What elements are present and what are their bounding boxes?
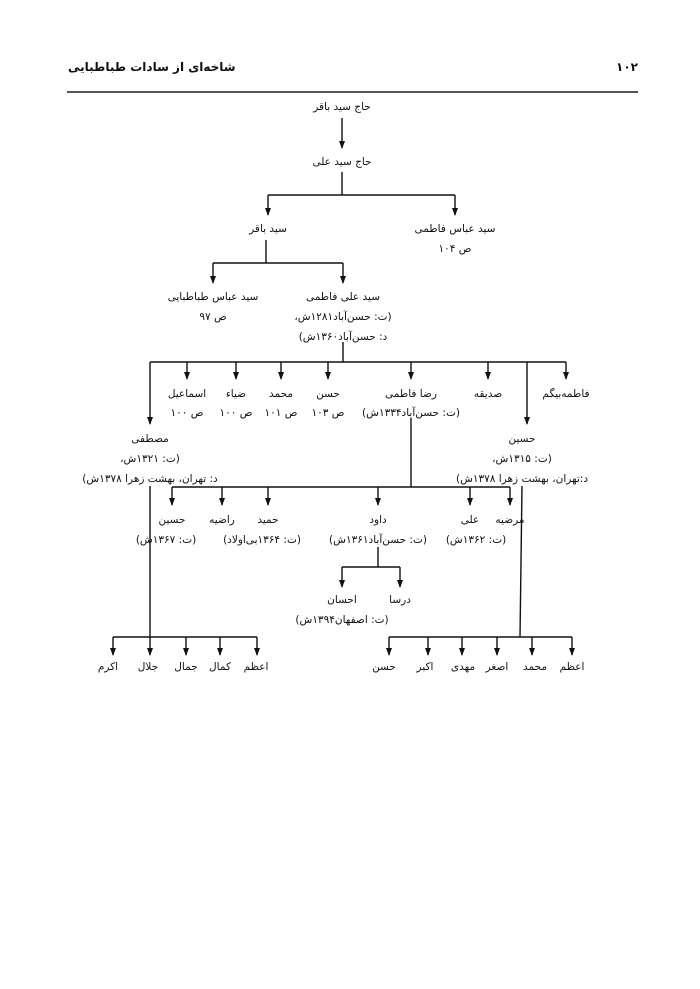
birth-note: (ت: حسن‌آباد۱۳۳۴ش) — [362, 406, 460, 419]
node-haj-seyed-ali: حاج سید علی — [312, 156, 371, 168]
node-root: حاج سید باقر — [312, 101, 371, 113]
birth-note: (ت: ۱۳۶۲ش) — [446, 534, 506, 546]
node-fatemeh-begum: فاطمه‌بیگم — [542, 387, 589, 400]
node-mohammad: محمد — [269, 388, 293, 400]
node-dorsa: درسا — [389, 594, 411, 606]
page-ref: ص ۱۰۴ — [439, 243, 472, 255]
node-asghar: اصغر — [485, 661, 509, 673]
node-marzieh: مرضیه — [495, 514, 524, 526]
node-abbas-tabatabaei: سید عباس طباطبایی — [168, 291, 259, 303]
node-zia: ضیاء — [226, 388, 246, 400]
node-davood: داود — [369, 514, 387, 526]
death-note: د:تهران، بهشت زهرا ۱۳۷۸ش) — [456, 473, 588, 485]
node-azam-jr: اعظم — [560, 661, 585, 673]
node-hamid: حمید — [257, 514, 278, 526]
node-mohammad-jr: محمد — [523, 661, 547, 673]
node-akbar: اکبر — [416, 661, 434, 673]
node-ehsan: احسان — [327, 594, 357, 606]
page-ref: ص ۱۰۰ — [220, 407, 253, 419]
node-jamal: جمال — [174, 661, 197, 673]
birth-note: (ت: حسن‌آباد۱۳۶۱ش) — [329, 533, 427, 546]
node-azam: اعظم — [244, 661, 269, 673]
birth-note: (ت: ۱۳۲۱ش، — [120, 453, 180, 465]
node-hasan: حسن — [316, 388, 340, 400]
birth-note: (ت: ۱۳۶۴بی‌اولاد) — [223, 534, 301, 546]
page-number: ۱۰۲ — [616, 60, 638, 74]
birth-note: (ت: حسن‌آباد۱۲۸۱ش، — [294, 310, 391, 323]
node-esmaeil: اسماعیل — [168, 388, 206, 400]
birth-note: (ت: اصفهان۱۳۹۴ش) — [295, 614, 388, 626]
header-rule — [67, 91, 638, 93]
death-note: د: تهران، بهشت زهرا ۱۳۷۸ش) — [82, 473, 218, 485]
node-reza-fatemi: رضا فاطمی — [385, 388, 437, 400]
running-title: شاخه‌ای از سادات طباطبایی — [68, 60, 236, 74]
node-mostafa: مصطفی — [131, 433, 168, 445]
page-ref: ص ۱۰۱ — [265, 407, 298, 419]
page-ref: ص ۱۰۳ — [312, 407, 345, 419]
birth-note: (ت: ۱۳۱۵ش، — [492, 453, 552, 465]
death-note: د: حسن‌آباد۱۳۶۰ش) — [299, 330, 388, 343]
node-sedigheh: صدیقه — [474, 388, 502, 400]
node-ali: علی — [461, 514, 480, 526]
node-hasan-jr: حسن — [372, 661, 396, 673]
node-kamal: کمال — [209, 661, 231, 673]
node-ali-fatemi: سید علی فاطمی — [306, 291, 380, 303]
node-seyed-baqer: سید باقر — [248, 223, 287, 235]
node-abbas-fatemi: سید عباس فاطمی — [414, 223, 495, 235]
page-ref: ص ۹۷ — [199, 311, 226, 323]
node-razieh: راضیه — [209, 514, 235, 526]
node-akram: اکرم — [98, 661, 118, 673]
node-hossein: حسین — [508, 433, 535, 445]
node-mahdi: مهدی — [451, 661, 475, 673]
page-ref: ص ۱۰۰ — [171, 407, 204, 419]
birth-note: (ت: ۱۳۶۷ش) — [136, 534, 196, 546]
node-jalal: جلال — [138, 661, 158, 673]
node-hossein-jr: حسین — [158, 514, 185, 526]
connectors — [110, 118, 575, 656]
